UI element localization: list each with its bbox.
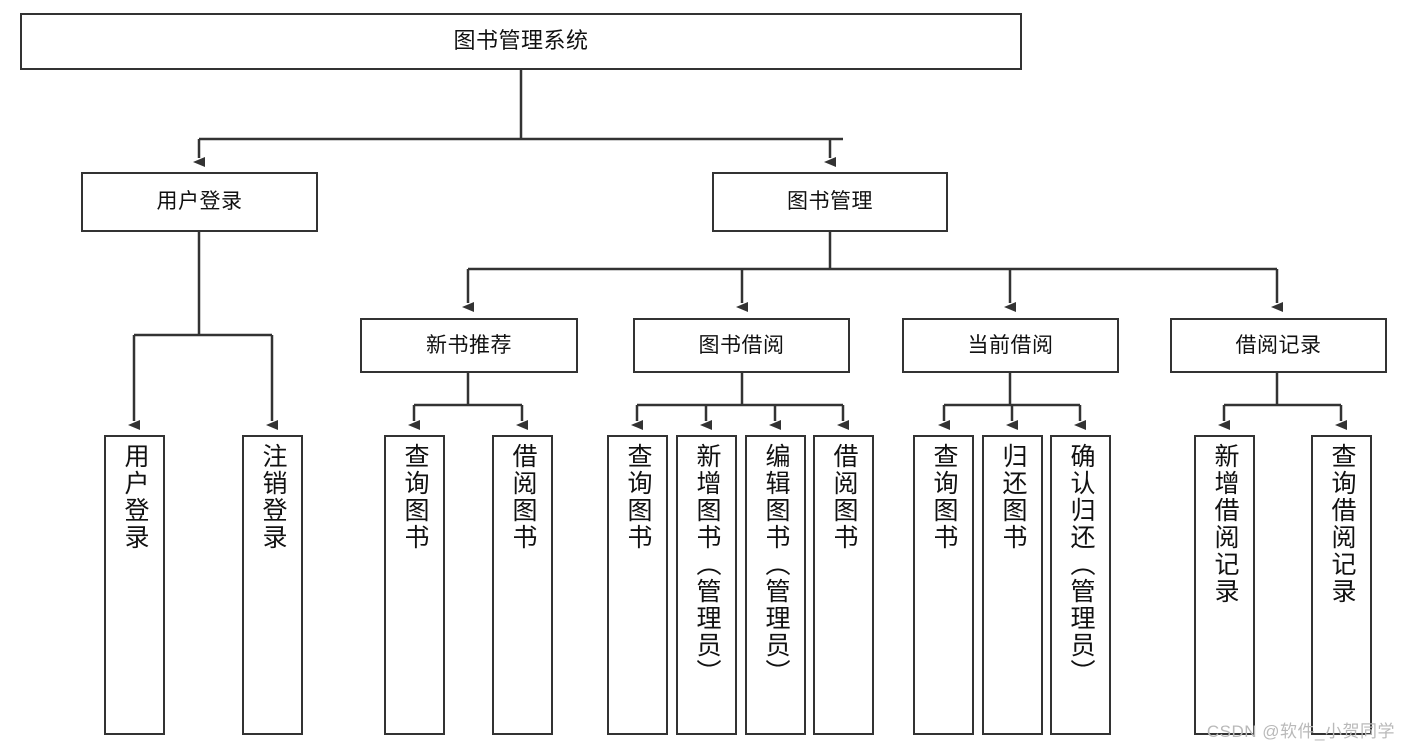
node-label: 借阅记录	[1235, 333, 1322, 357]
leaf-current-borrow-query-book[interactable]: 查询图书	[913, 435, 974, 735]
node-label: 注销登录	[259, 443, 287, 551]
leaf-current-borrow-confirm-return-admin[interactable]: 确认归还（管理员）	[1050, 435, 1111, 735]
leaf-book-borrow-edit-book-admin[interactable]: 编辑图书（管理员）	[745, 435, 806, 735]
node-borrow-records[interactable]: 借阅记录	[1170, 318, 1387, 373]
node-book-management[interactable]: 图书管理	[712, 172, 948, 232]
node-label: 新书推荐	[426, 333, 512, 357]
node-current-borrow[interactable]: 当前借阅	[902, 318, 1119, 373]
node-label: 新增借阅记录	[1211, 443, 1239, 605]
node-label: 确认归还（管理员）	[1067, 443, 1095, 686]
leaf-new-book-query-book[interactable]: 查询图书	[384, 435, 445, 735]
node-label: 查询图书	[401, 443, 429, 551]
leaf-borrow-records-add-record[interactable]: 新增借阅记录	[1194, 435, 1255, 735]
node-label: 查询图书	[624, 443, 652, 551]
leaf-borrow-records-query-record[interactable]: 查询借阅记录	[1311, 435, 1372, 735]
node-label: 图书管理	[787, 190, 873, 214]
node-label: 图书管理系统	[453, 28, 589, 54]
leaf-user-login-login[interactable]: 用户登录	[104, 435, 165, 735]
node-user-login[interactable]: 用户登录	[81, 172, 318, 232]
leaf-book-borrow-borrow-book[interactable]: 借阅图书	[813, 435, 874, 735]
leaf-book-borrow-add-book-admin[interactable]: 新增图书（管理员）	[676, 435, 737, 735]
node-new-book-recommend[interactable]: 新书推荐	[360, 318, 578, 373]
node-label: 用户登录	[156, 190, 243, 214]
leaf-current-borrow-return-book[interactable]: 归还图书	[982, 435, 1043, 735]
node-root-book-management-system[interactable]: 图书管理系统	[20, 13, 1022, 70]
node-label: 编辑图书（管理员）	[762, 443, 790, 686]
watermark: CSDN @软件_小贺同学	[1206, 722, 1395, 741]
leaf-book-borrow-query-book[interactable]: 查询图书	[607, 435, 668, 735]
leaf-user-login-logout[interactable]: 注销登录	[242, 435, 303, 735]
node-label: 新增图书（管理员）	[693, 443, 721, 686]
node-label: 用户登录	[121, 443, 149, 551]
node-label: 当前借阅	[967, 333, 1054, 357]
leaf-new-book-borrow-book[interactable]: 借阅图书	[492, 435, 553, 735]
node-label: 图书借阅	[698, 333, 785, 357]
node-label: 归还图书	[999, 443, 1027, 551]
node-book-borrow[interactable]: 图书借阅	[633, 318, 850, 373]
node-label: 借阅图书	[830, 443, 858, 551]
node-label: 查询图书	[930, 443, 958, 551]
node-label: 借阅图书	[509, 443, 537, 551]
node-label: 查询借阅记录	[1328, 443, 1356, 605]
